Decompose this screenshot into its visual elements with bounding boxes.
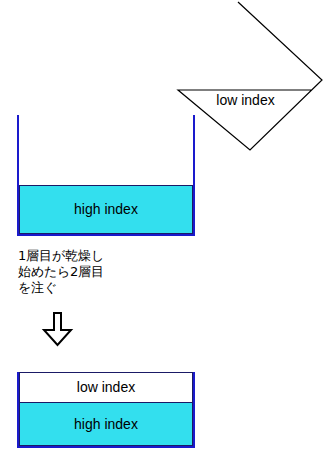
container-outline (176, 0, 324, 154)
layer-label: high index (74, 416, 138, 433)
note: 1層目が乾燥し始めたら2層目を注ぐ (18, 248, 112, 296)
layer-label: low index (77, 379, 135, 396)
liquid-layer: high index (19, 402, 193, 446)
container-outline (178, 2, 322, 150)
layer-label: low index (190, 92, 301, 109)
tilted-container: low index (176, 0, 324, 154)
liquid-layer: high index (19, 185, 193, 234)
liquid-layer: low index (19, 372, 193, 403)
beaker-outline (18, 115, 194, 235)
beaker-outline (18, 372, 194, 447)
down-arrow (44, 313, 71, 345)
layer-label: high index (74, 201, 138, 218)
